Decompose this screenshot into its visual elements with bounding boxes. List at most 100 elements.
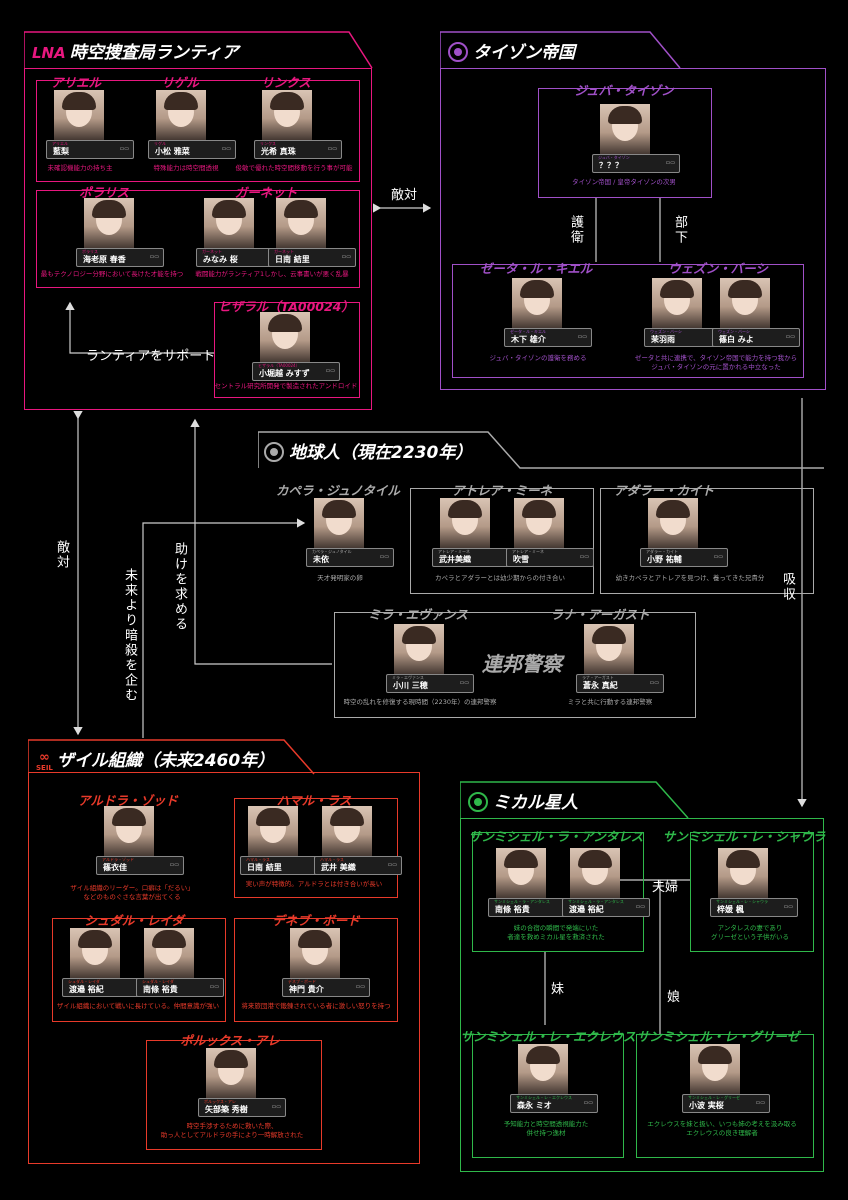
polaris-actor-name: 海老原 春香 [83, 255, 126, 264]
gliese-nameplate-role: サンミシェル・レ・グリーゼ [688, 1095, 740, 1100]
adara-portrait [648, 498, 698, 550]
hizaral-portrait [260, 312, 310, 364]
adara-name: アダラー・カイト [613, 483, 715, 498]
ecleus-nameplate-role: サンミシェル・レ・エクレウス [516, 1095, 572, 1100]
ariel-name: アリエル [50, 75, 102, 90]
hizaral-nameplate-role: ヒザラル（TA00024） [258, 363, 300, 368]
rana-nameplate: ラナ・アーガスト蒼永 真紀▭▭ [576, 674, 664, 693]
antares-nameplate-ornament-icon: ▭▭ [635, 904, 645, 910]
lantia-faction-frame [24, 68, 372, 410]
capella-actor-name: 未依 [313, 555, 329, 564]
deneb-portrait [290, 928, 340, 980]
zeta-portrait [512, 278, 562, 330]
aldra-name: アルドラ・ゾッド [78, 793, 178, 808]
mira-name: ミラ・エヴァンス [368, 607, 468, 622]
wezun-actor-name: 篠白 みよ [719, 335, 754, 344]
earth-title-tab [258, 431, 824, 469]
taizon-title-tab [440, 31, 681, 69]
relation-assassinate: 未来より暗殺を企む [122, 568, 137, 703]
deneb-nameplate-ornament-icon: ▭▭ [355, 984, 365, 990]
zail-group-shudal [52, 918, 226, 1022]
wezun-actor-name: 茉羽雨 [651, 335, 675, 344]
earth-group-police [334, 612, 696, 718]
atorea-nameplate-role: アトレア・ミーネ [438, 549, 470, 554]
capella-nameplate: カペラ・ジュノタイル未依▭▭ [306, 548, 394, 567]
capella-nameplate-ornament-icon: ▭▭ [379, 554, 389, 560]
shudal-description: ザイル組織において戦いに長けている。仲間意識が強い [56, 1002, 220, 1010]
earth-police-label: 連邦警察 [482, 652, 562, 676]
hamal-portrait [248, 806, 298, 858]
juba-description: タイゾン帝国 / 皇帝タイゾンの次男 [572, 178, 676, 186]
mikal-title: ミカル星人 [468, 788, 578, 813]
relation-guard: 護衛 [568, 215, 583, 245]
hamal-nameplate: ハマル・ラス武井 美織 ▭▭ [314, 856, 402, 875]
zail-title-tab [28, 739, 315, 775]
adara-description: 幼きカペラとアトレアを見つけ、養ってきた兄貴分 [615, 574, 765, 582]
relation-couple: 夫婦 [652, 880, 679, 895]
hamal-nameplate-ornament-icon: ▭▭ [387, 862, 397, 868]
aldra-description: ザイル組織のリーダー。口癖は「だるい」 [70, 884, 194, 892]
wezun-nameplate-role: ウェズン・バーシ [650, 329, 682, 334]
lantia-logo: LNA [32, 44, 66, 62]
shudal-actor-name: 南條 裕貴 [143, 985, 178, 994]
capella-portrait [314, 498, 364, 550]
atorea-name: アトレア・ミーネ [451, 483, 553, 498]
mikal-title-tab [460, 781, 689, 819]
capella-description: 天才発明家の卵 [317, 574, 363, 582]
pollux-actor-name: 矢部築 秀樹 [205, 1105, 248, 1114]
taizon-group-juba [538, 88, 712, 198]
hamal-actor-name: 武井 美織 [321, 863, 356, 872]
zeta-name: ゼータ・ル・キエル [479, 261, 593, 276]
shudal-portrait [70, 928, 120, 980]
lynx-portrait [262, 90, 312, 142]
wezun-portrait [652, 278, 702, 330]
juba-nameplate-role: ジュバ・タイゾン [598, 155, 630, 160]
relation-hostile-left: 敵対 [54, 540, 69, 570]
rigel-description: 特殊能力は時空間透視 [153, 164, 219, 172]
taizon-emblem-icon [448, 42, 468, 62]
rana-name: ラナ・アーガスト [550, 607, 650, 622]
hamal-portrait [322, 806, 372, 858]
hamal-description: 実い声が特徴的。アルドラとは付き合いが長い [245, 880, 383, 888]
garnet-description: 戦闘能力がランティア1しかし、云事書いが悪く乱暴 [195, 270, 349, 278]
antares-name: サンミシェル・ラ・アンタレス [468, 829, 644, 844]
mira-description: 時空の乱れを修復する現時間（2230年）の連邦警察 [343, 698, 497, 706]
juba-actor-name: ？？？ [599, 161, 623, 170]
atorea-actor-name: 吹雪 [513, 555, 529, 564]
garnet-actor-name: 日南 結里 [275, 255, 310, 264]
polaris-nameplate-role: ポラリス [82, 249, 98, 254]
zail-group-hamal [234, 798, 398, 898]
atorea-nameplate-role: アトレア・ミーネ [512, 549, 544, 554]
mira-nameplate-role: ミラ・エヴァンス [392, 675, 424, 680]
lantia-group-top [36, 80, 360, 182]
wezun-nameplate: ウェズン・バーシ篠白 みよ▭▭ [712, 328, 800, 347]
antares-portrait [570, 848, 620, 900]
pollux-name: ポルックス・アレ [180, 1033, 280, 1048]
deneb-description: 将来旅団港で鍛錬されている者に激しい怒りを持つ [241, 1002, 391, 1010]
gliese-description: エクレウスを妹と扱い、いつも姉の考えを汲み取る [647, 1120, 797, 1128]
wezun-description: ゼータと共に連携で、タイゾン帝国で能力を持つ我から [634, 354, 798, 362]
ariel-nameplate-role: アリエル [52, 141, 68, 146]
earth-group-adara [600, 488, 814, 594]
ariel-actor-name: 藍梨 [53, 147, 69, 156]
atorea-nameplate: アトレア・ミーネ吹雪▭▭ [506, 548, 594, 567]
hamal-name: ハマル・ラス [276, 793, 352, 808]
antares-nameplate-role: サンミシェル・ラ・アンタレス [494, 899, 550, 904]
zail-title: ∞SEIL ザイル組織（未来2460年） [36, 750, 275, 772]
taizon-title: タイゾン帝国 [448, 38, 575, 63]
mikal-group-gliese [636, 1034, 814, 1158]
zeta-nameplate-ornament-icon: ▭▭ [577, 334, 587, 340]
polaris-name: ポラリス [78, 185, 130, 200]
gliese-nameplate-ornament-icon: ▭▭ [755, 1100, 765, 1106]
pollux-nameplate: ポルックス・アレ矢部築 秀樹▭▭ [198, 1098, 286, 1117]
lantia-group-hizaral [214, 302, 360, 398]
mikal-faction-frame [460, 818, 824, 1172]
ecleus-actor-name: 森永 ミオ [517, 1101, 552, 1110]
rigel-nameplate-ornament-icon: ▭▭ [221, 146, 231, 152]
adara-nameplate-ornament-icon: ▭▭ [713, 554, 723, 560]
shudal-nameplate-role: シュダル・レイダ [142, 979, 174, 984]
hamal-nameplate-role: ハマル・ラス [320, 857, 344, 862]
mira-portrait [394, 624, 444, 676]
wezun-name: ウェズン・バーシ [668, 261, 768, 276]
atorea-portrait [514, 498, 564, 550]
